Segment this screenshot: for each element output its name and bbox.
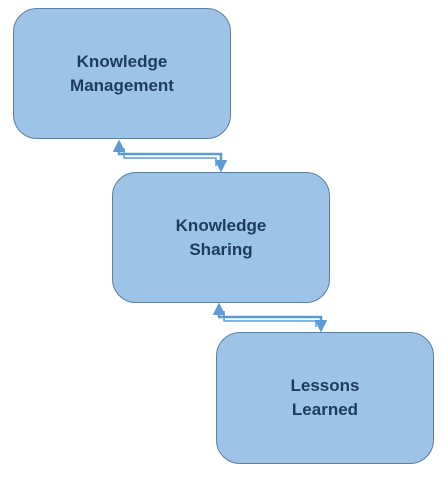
node-label: Lessons Learned [290,376,360,419]
connector-line [212,302,328,333]
node-knowledge-management: Knowledge Management [13,8,231,139]
connector-line-inner [123,148,217,166]
connector-line [112,139,228,173]
connector-management-sharing [112,139,228,173]
node-label: Knowledge Management [70,51,174,95]
node-knowledge-sharing: Knowledge Sharing [112,172,330,303]
node-lessons-learned: Lessons Learned [216,332,434,464]
connector-line-inner [223,311,317,327]
connector-sharing-lessons [212,302,328,333]
node-label: Knowledge Sharing [175,215,267,259]
